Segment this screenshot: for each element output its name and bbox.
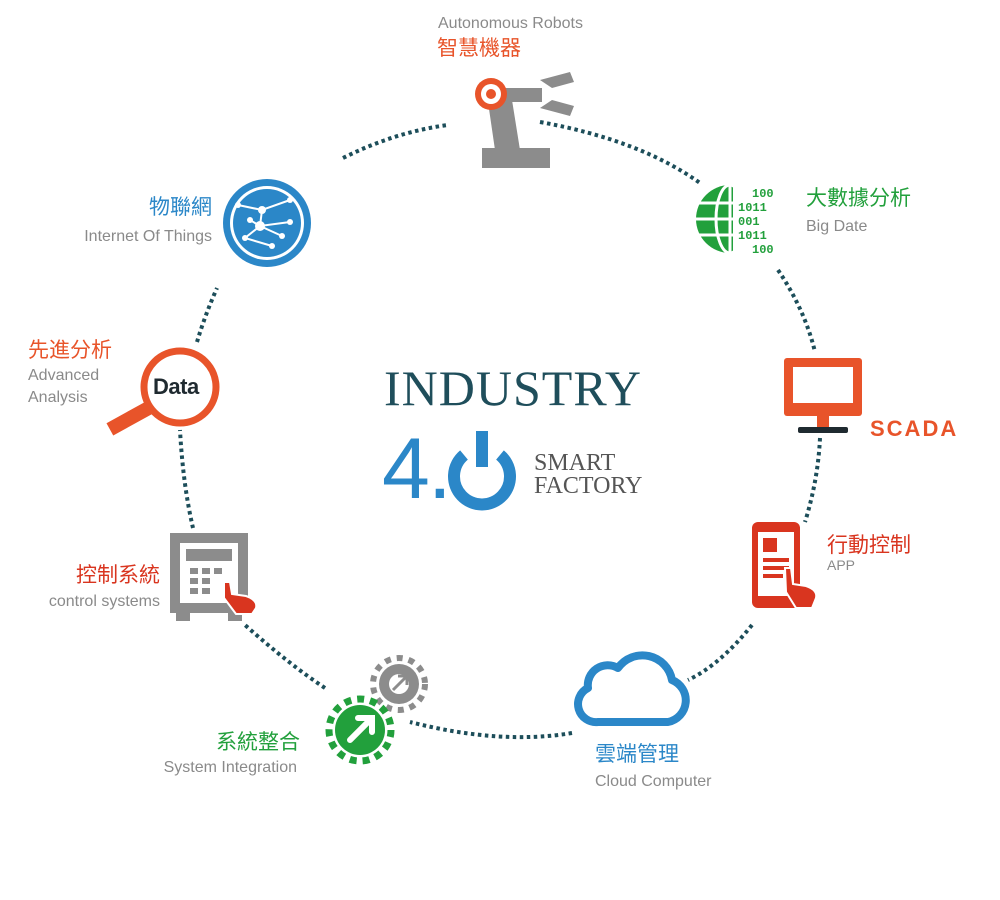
ring [178, 120, 822, 740]
robot-arm-icon [475, 72, 574, 168]
app-english-label: APP [827, 557, 856, 573]
analysis-chinese-label: 先進分析 [28, 339, 112, 362]
magnifier-icon [106, 347, 220, 436]
bigdata-english-label: Big Date [806, 218, 868, 235]
cloud-chinese-label: 雲端管理 [595, 743, 679, 766]
iot-chinese-label: 物聯網 [149, 196, 212, 219]
svg-text:1011: 1011 [738, 229, 767, 243]
version-number: 4. [382, 421, 452, 517]
app-chinese-label: 行動控制 [827, 534, 911, 557]
power-icon [448, 431, 516, 511]
factory-label: FACTORY [534, 473, 643, 499]
svg-text:1011: 1011 [738, 201, 767, 215]
integration-english-label: System Integration [163, 759, 297, 776]
cloud-icon [574, 651, 690, 727]
smart-label: SMART [534, 450, 616, 476]
network-icon [223, 179, 311, 267]
ring-arc-analysis-iot [195, 287, 219, 343]
ring-arc-app-cloud [687, 623, 754, 682]
mobile-app-icon [752, 522, 818, 609]
ring-arc-robots-bigdata [539, 120, 702, 185]
ring-arc-iot-robots [342, 123, 449, 160]
control-english-label: control systems [48, 593, 160, 610]
robots-english-label: Autonomous Robots [438, 15, 583, 32]
ring-arc-bigdata-scada [776, 268, 817, 353]
data-globe-icon: 100 1011 001 1011 100 [696, 182, 775, 258]
monitor-icon [784, 358, 862, 433]
analysis-english-label-1: Advanced [28, 367, 100, 384]
industry-title: INDUSTRY [384, 360, 643, 416]
robots-chinese-label: 智慧機器 [437, 37, 521, 60]
ring-arc-integration-control [243, 623, 327, 690]
data-icon-text: Data [153, 374, 199, 399]
svg-text:100: 100 [752, 187, 774, 201]
cloud-english-label: Cloud Computer [595, 773, 712, 790]
ring-arc-cloud-integration [409, 720, 573, 740]
iot-english-label: Internet Of Things [84, 228, 212, 245]
ring-arc-scada-app [803, 437, 822, 523]
integration-chinese-label: 系統整合 [216, 731, 300, 754]
control-panel-icon [170, 533, 258, 621]
gears-icon [325, 655, 428, 765]
control-chinese-label: 控制系統 [76, 564, 160, 587]
analysis-english-label-2: Analysis [28, 389, 88, 406]
ring-arc-control-analysis [178, 429, 195, 529]
svg-text:001: 001 [738, 215, 760, 229]
scada-label: SCADA [870, 416, 959, 441]
svg-text:100: 100 [752, 243, 774, 257]
bigdata-chinese-label: 大數據分析 [806, 187, 911, 210]
